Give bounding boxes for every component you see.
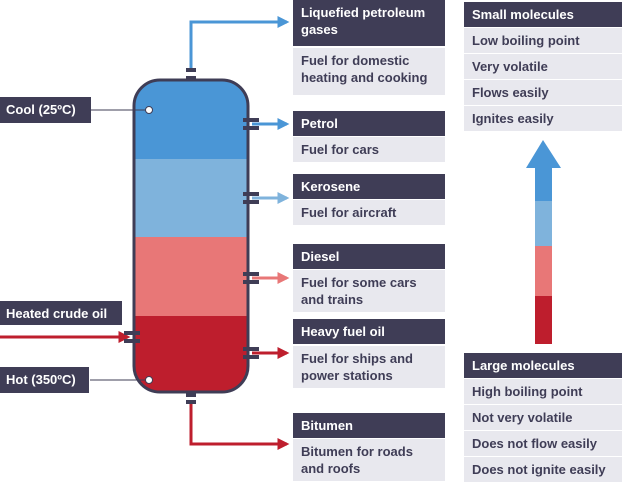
large-property-item: Does not flow easily <box>464 431 622 456</box>
column-nozzles <box>124 68 259 404</box>
small-property-item: Ignites easily <box>464 106 622 131</box>
lpg-name-label: Liquefied petroleum gases <box>293 0 445 46</box>
diesel-name-label: Diesel <box>293 244 445 269</box>
small-property-item: Flows easily <box>464 80 622 105</box>
large-property-item: Not very volatile <box>464 405 622 430</box>
heated-crude-oil-label: Heated crude oil <box>0 301 122 325</box>
arrow-segment-red <box>535 296 552 344</box>
small-property-item: Low boiling point <box>464 28 622 53</box>
cool-pointer-dot <box>145 106 153 114</box>
small-molecules-title: Small molecules <box>464 2 622 27</box>
lpg-use-label: Fuel for domestic heating and cooking <box>293 48 445 95</box>
arrow-head-icon <box>526 140 561 168</box>
lpg-pipe <box>189 16 290 70</box>
column-layer-top <box>134 80 248 160</box>
cool-temperature-label: Cool (25ºC) <box>0 97 91 123</box>
kerosene-use-label: Fuel for aircraft <box>293 200 445 225</box>
bitumen-pipe <box>189 400 290 450</box>
hot-pointer-dot <box>145 376 153 384</box>
arrow-segment-pink <box>535 246 552 297</box>
heavy-fuel-oil-use-label: Fuel for ships and power stations <box>293 346 445 388</box>
petrol-name-label: Petrol <box>293 111 445 136</box>
large-property-item: Does not ignite easily <box>464 457 622 482</box>
small-property-item: Very volatile <box>464 54 622 79</box>
bitumen-use-label: Bitumen for roads and roofs <box>293 439 445 481</box>
column-layer-bottom <box>134 316 248 392</box>
diesel-use-label: Fuel for some cars and trains <box>293 270 445 312</box>
hot-temperature-label: Hot (350ºC) <box>0 367 89 393</box>
column-layer-lower-middle <box>134 237 248 317</box>
arrow-segment-light-blue <box>535 201 552 247</box>
heavy-fuel-oil-name-label: Heavy fuel oil <box>293 319 445 344</box>
large-property-item: High boiling point <box>464 379 622 404</box>
large-molecules-title: Large molecules <box>464 353 622 378</box>
column-layer-upper-middle <box>134 159 248 238</box>
arrow-segment-blue <box>535 166 552 202</box>
kerosene-name-label: Kerosene <box>293 174 445 199</box>
molecule-size-arrow <box>526 140 561 344</box>
bitumen-name-label: Bitumen <box>293 413 445 438</box>
petrol-use-label: Fuel for cars <box>293 137 445 162</box>
column-layers <box>134 80 248 392</box>
